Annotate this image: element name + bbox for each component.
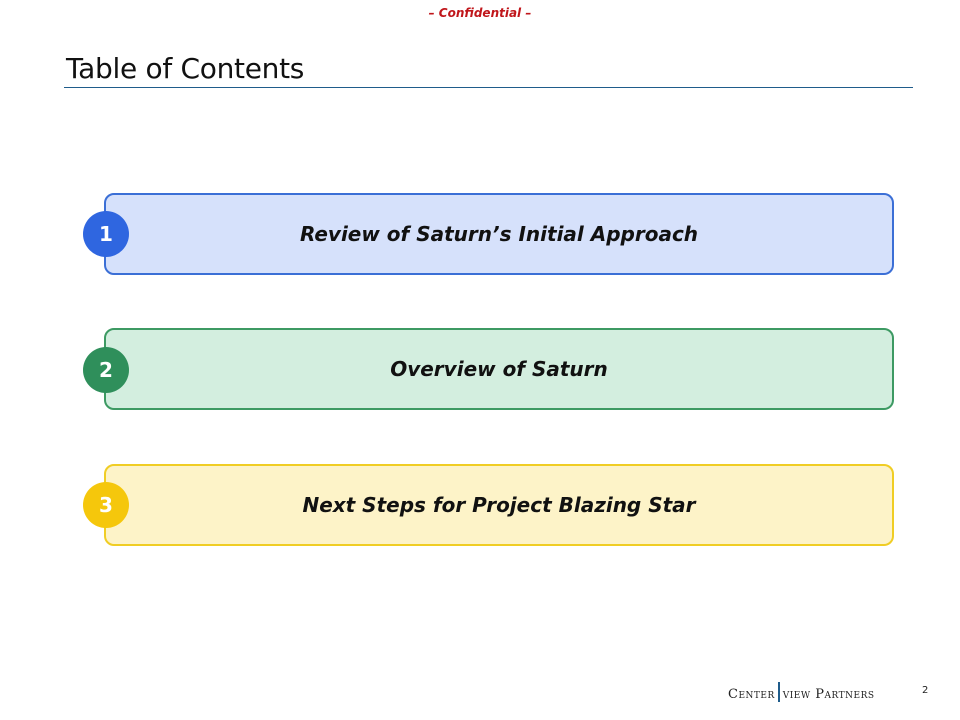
toc-item-label: Next Steps for Project Blazing Star bbox=[302, 493, 696, 517]
toc-number-badge: 1 bbox=[83, 211, 129, 257]
logo-text-left: Center bbox=[728, 686, 775, 702]
toc-item-label: Overview of Saturn bbox=[390, 357, 608, 381]
toc-item-label: Review of Saturn’s Initial Approach bbox=[299, 222, 699, 246]
toc-item-1[interactable]: Review of Saturn’s Initial Approach bbox=[104, 193, 894, 275]
toc-item-2[interactable]: Overview of Saturn bbox=[104, 328, 894, 410]
company-logo: Center view Partners bbox=[728, 682, 875, 704]
logo-text-right: view Partners bbox=[782, 686, 875, 702]
page-title: Table of Contents bbox=[66, 52, 305, 85]
toc-number-badge: 2 bbox=[83, 347, 129, 393]
title-divider bbox=[64, 87, 913, 88]
confidential-label: – Confidential – bbox=[428, 6, 532, 20]
logo-separator bbox=[777, 682, 780, 702]
toc-number-badge: 3 bbox=[83, 482, 129, 528]
toc-item-3[interactable]: Next Steps for Project Blazing Star bbox=[104, 464, 894, 546]
page-number: 2 bbox=[922, 685, 929, 696]
